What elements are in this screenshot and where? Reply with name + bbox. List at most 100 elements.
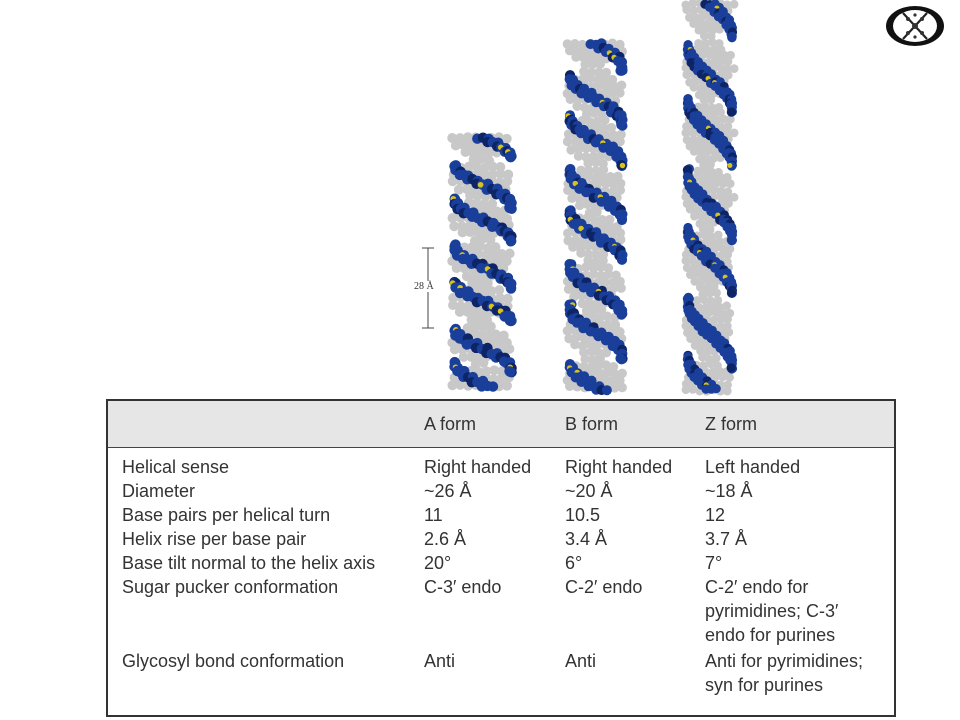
base-atom bbox=[699, 95, 709, 105]
base-atom bbox=[725, 373, 734, 382]
base-atom bbox=[567, 193, 577, 204]
base-atom bbox=[688, 385, 698, 394]
base-atom bbox=[571, 332, 582, 342]
base-atom bbox=[596, 304, 607, 315]
base-atom bbox=[616, 80, 627, 90]
z-form-value: 3.7 Å bbox=[705, 529, 748, 549]
base-atom bbox=[703, 347, 712, 356]
base-atom bbox=[596, 150, 606, 160]
backbone-atom bbox=[601, 385, 612, 396]
base-atom bbox=[460, 147, 471, 157]
z-form-value: Anti for pyrimidines;syn for purines bbox=[705, 651, 864, 695]
b-form-value: 3.4 Å bbox=[565, 529, 608, 549]
base-atom bbox=[568, 242, 578, 252]
b-form-value: Anti bbox=[565, 651, 597, 671]
phosphate-atom bbox=[578, 225, 584, 232]
base-atom bbox=[713, 295, 723, 305]
dna-helices-illustration bbox=[422, 0, 739, 396]
base-atom bbox=[570, 136, 580, 147]
base-atom bbox=[582, 199, 592, 209]
base-atom bbox=[577, 298, 588, 309]
base-atom bbox=[724, 199, 733, 208]
base-atom bbox=[451, 263, 462, 274]
backbone-atom bbox=[617, 308, 628, 319]
base-atom bbox=[719, 114, 728, 124]
base-atom bbox=[447, 133, 458, 143]
base-atom bbox=[579, 333, 589, 343]
phosphate-atom bbox=[619, 162, 626, 169]
base-atom bbox=[486, 286, 497, 297]
base-atom bbox=[596, 262, 606, 273]
backbone-atom bbox=[711, 384, 721, 394]
b-form-value: ~20 Å bbox=[565, 481, 613, 501]
base-atom bbox=[455, 379, 466, 390]
base-atom bbox=[462, 306, 473, 317]
property-label: Base pairs per helical turn bbox=[122, 505, 331, 525]
base-atom bbox=[587, 367, 597, 378]
base-atom bbox=[616, 129, 626, 140]
base-atom bbox=[490, 242, 501, 253]
base-atom bbox=[483, 147, 494, 158]
base-atom bbox=[583, 241, 593, 251]
base-atom bbox=[457, 227, 468, 238]
backbone-atom bbox=[506, 315, 517, 326]
base-atom bbox=[699, 295, 709, 305]
base-atom bbox=[453, 184, 464, 195]
base-atom bbox=[592, 207, 602, 217]
base-atom bbox=[496, 249, 507, 259]
base-atom bbox=[576, 290, 587, 301]
base-atom bbox=[608, 361, 619, 372]
base-atom bbox=[690, 211, 699, 221]
base-atom bbox=[688, 128, 698, 138]
base-atom bbox=[485, 234, 496, 245]
base-atom bbox=[711, 243, 721, 253]
base-atom bbox=[713, 230, 723, 240]
base-atom bbox=[454, 306, 465, 317]
base-atom bbox=[562, 136, 573, 147]
base-atom bbox=[705, 288, 715, 298]
base-atom bbox=[472, 190, 483, 201]
base-atom bbox=[579, 66, 589, 77]
base-atom bbox=[605, 171, 616, 182]
b-form-value: Right handed bbox=[565, 457, 673, 477]
z-form-value: 12 bbox=[705, 505, 726, 525]
base-atom bbox=[476, 146, 487, 157]
base-atom bbox=[599, 123, 609, 133]
base-atom bbox=[587, 59, 598, 70]
base-atom bbox=[703, 146, 713, 156]
base-atom bbox=[726, 114, 735, 124]
base-atom bbox=[719, 50, 729, 59]
base-atom bbox=[594, 80, 604, 91]
base-atom bbox=[729, 64, 739, 73]
a-form-value: Anti bbox=[424, 651, 456, 671]
base-atom bbox=[489, 365, 500, 376]
base-atom bbox=[603, 319, 613, 329]
base-atom bbox=[570, 339, 580, 350]
backbone-atom bbox=[726, 363, 736, 373]
b-form-value: 6° bbox=[565, 553, 583, 573]
a-form-helix bbox=[447, 132, 517, 392]
base-atom bbox=[585, 73, 595, 84]
base-atom bbox=[607, 87, 618, 98]
base-atom bbox=[681, 385, 691, 395]
base-atom bbox=[495, 162, 506, 172]
scale-label: 28 Å bbox=[413, 281, 435, 292]
base-atom bbox=[581, 262, 591, 272]
base-atom bbox=[681, 321, 691, 331]
base-atom bbox=[572, 101, 582, 111]
base-atom bbox=[715, 24, 724, 34]
base-atom bbox=[723, 57, 733, 66]
base-atom bbox=[583, 171, 593, 181]
base-atom bbox=[705, 50, 715, 60]
a-form-value: 2.6 Å bbox=[424, 529, 467, 549]
base-atom bbox=[580, 354, 590, 364]
base-atom bbox=[591, 249, 601, 260]
base-atom bbox=[617, 368, 627, 379]
base-atom bbox=[479, 163, 490, 173]
base-atom bbox=[450, 140, 461, 151]
base-atom bbox=[615, 136, 625, 147]
base-atom bbox=[495, 168, 506, 179]
base-atom bbox=[700, 166, 710, 175]
base-atom bbox=[447, 213, 458, 223]
base-atom bbox=[702, 217, 712, 227]
